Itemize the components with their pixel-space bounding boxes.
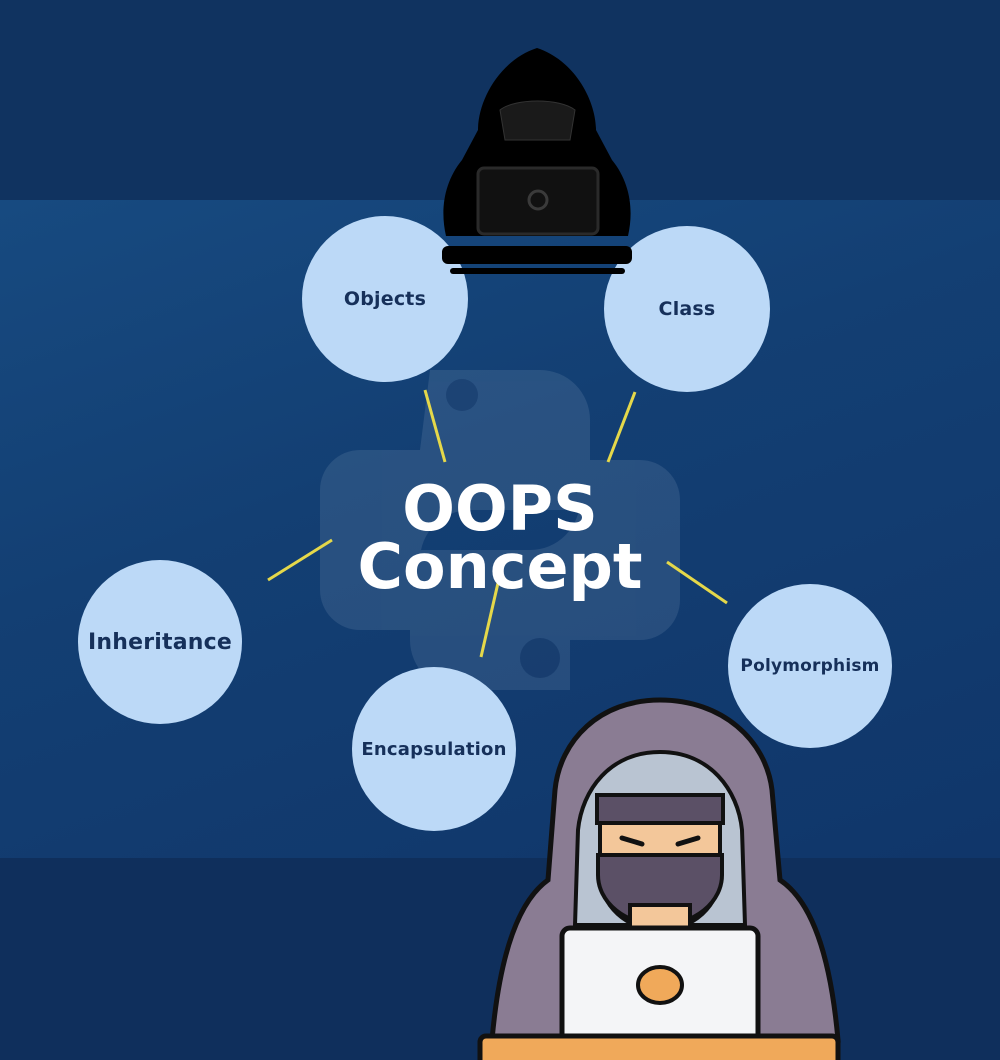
node-polymorphism: Polymorphism (728, 584, 892, 748)
diagram-title: OOPS Concept (340, 478, 660, 598)
node-label: Inheritance (87, 629, 232, 655)
connector-polymorphism (666, 560, 728, 605)
title-line-1: OOPS (402, 472, 598, 545)
connector-objects (423, 389, 447, 463)
node-inheritance: Inheritance (78, 560, 242, 724)
title-line-2: Concept (357, 530, 643, 603)
node-label: Polymorphism (740, 656, 880, 676)
node-label: Encapsulation (361, 738, 507, 760)
node-label: Objects (343, 288, 427, 310)
connector-class (606, 391, 637, 463)
node-objects: Objects (302, 216, 468, 382)
connector-inheritance (267, 538, 333, 582)
node-label: Class (658, 298, 716, 320)
connector-encapsulation (479, 582, 500, 658)
node-encapsulation: Encapsulation (352, 667, 516, 831)
